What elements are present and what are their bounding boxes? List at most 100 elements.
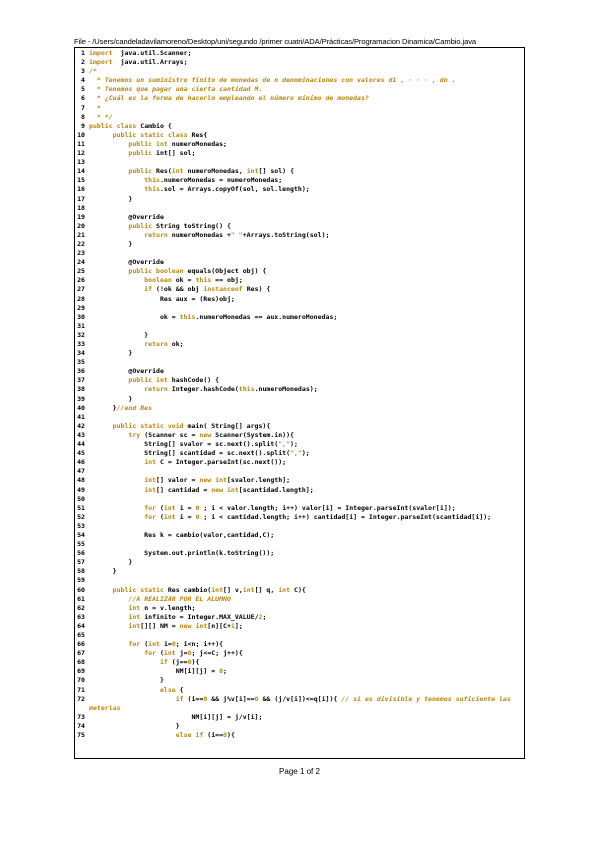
line-number: 27 xyxy=(77,285,85,294)
code-comment: // si es divisible y tenemos suficiente … xyxy=(341,694,511,703)
line-number: 39 xyxy=(77,394,85,403)
code-token xyxy=(89,149,128,157)
line-number: 6 xyxy=(81,94,85,103)
code-token xyxy=(89,513,144,521)
code-keyword: public xyxy=(128,149,157,158)
code-text: public int hashCode() { xyxy=(89,376,219,385)
code-line: 73 NM[i][j] = j/v[i]; xyxy=(75,713,524,722)
code-token xyxy=(89,622,128,630)
line-number: 48 xyxy=(77,476,85,485)
code-text: String[] svalor = sc.next().split(","); xyxy=(89,440,298,449)
code-line: 33 return ok; xyxy=(75,340,524,349)
code-line: 55 xyxy=(75,540,524,549)
line-number: 72 xyxy=(77,694,85,703)
line-number: 16 xyxy=(77,185,85,194)
code-keyword: return xyxy=(144,385,172,394)
code-text: } xyxy=(89,676,164,685)
code-token: String toString() { xyxy=(156,221,231,230)
code-line: 44 String[] svalor = sc.next().split(","… xyxy=(75,440,524,449)
line-number: 34 xyxy=(77,349,85,358)
code-token xyxy=(89,276,144,284)
code-keyword: int xyxy=(128,612,145,621)
line-number: 70 xyxy=(77,676,85,685)
line-number: 59 xyxy=(77,576,85,585)
code-token: } xyxy=(89,567,117,576)
code-text: else if (i==0){ xyxy=(89,731,235,740)
code-line: 41 xyxy=(75,413,524,422)
code-token: @Override xyxy=(89,258,164,267)
code-token: Integer.hashCode( xyxy=(171,385,239,394)
code-token: ; i<n; i++){ xyxy=(175,640,224,649)
code-literal: 2 xyxy=(258,612,263,621)
file-path-header: File - /Users/candeladavilamoreno/Deskto… xyxy=(74,37,477,46)
line-number: 11 xyxy=(77,139,85,148)
line-number: 32 xyxy=(77,330,85,339)
code-text: for (int i = 0 ; i < cantidad.length; i+… xyxy=(89,513,491,522)
code-token: ok = xyxy=(175,276,196,285)
code-token: [svalor.length]; xyxy=(226,476,291,485)
code-token: int[] sol; xyxy=(156,149,196,158)
code-token xyxy=(89,385,144,393)
code-token: Res) { xyxy=(246,285,271,294)
code-line: 38 return Integer.hashCode(this.numeroMo… xyxy=(75,385,524,394)
code-line: 59 xyxy=(75,576,524,585)
code-token: .sol = Arrays.copyOf(sol, sol.length); xyxy=(159,185,310,194)
code-token: ( xyxy=(159,649,164,658)
code-keyword: int xyxy=(144,458,160,467)
code-keyword: this xyxy=(238,385,255,394)
code-token: } xyxy=(89,721,180,730)
code-keyword: public boolean xyxy=(128,267,188,276)
code-text: } xyxy=(89,567,117,576)
code-keyword: if xyxy=(144,285,157,294)
code-comment: * */ xyxy=(89,112,113,121)
code-text: if (j==0){ xyxy=(89,658,199,667)
line-number: 18 xyxy=(77,203,85,212)
code-token xyxy=(89,695,176,703)
code-token: Res cambio( xyxy=(167,585,212,594)
code-text: NM[i][j] = 0; xyxy=(89,667,227,676)
line-number: 31 xyxy=(77,321,85,330)
code-text: for (int j=0; j<=C; j++){ xyxy=(89,649,243,658)
code-token: (i== xyxy=(207,731,224,740)
code-comment: /* xyxy=(89,67,97,76)
code-token: [][] NM = xyxy=(140,621,180,630)
code-literal: 0 xyxy=(187,658,192,667)
code-line: 71 else { xyxy=(75,686,524,695)
code-line: 17 } xyxy=(75,195,524,204)
code-text: this.numeroMonedas = numeroMonedas; xyxy=(89,176,282,185)
line-number: 49 xyxy=(77,485,85,494)
line-number: 53 xyxy=(77,521,85,530)
code-text: this.sol = Arrays.copyOf(sol, sol.length… xyxy=(89,185,310,194)
line-number: 15 xyxy=(77,176,85,185)
code-line: 24 @Override xyxy=(75,258,524,267)
code-keyword: boolean xyxy=(144,276,176,285)
code-token: } xyxy=(89,330,149,339)
code-line: 28 Res aux = (Res)obj; xyxy=(75,295,524,304)
code-keyword: if xyxy=(159,658,172,667)
code-token: (j== xyxy=(171,658,188,667)
code-text: }//end Res xyxy=(89,404,152,413)
code-token: (Scanner sc = xyxy=(144,430,200,439)
code-keyword: this xyxy=(179,312,196,321)
code-token: numeroMonedas; xyxy=(171,139,227,148)
code-line-wrap: meterlas xyxy=(75,704,524,713)
line-number: 57 xyxy=(77,558,85,567)
code-line: 22 } xyxy=(75,240,524,249)
code-text: return ok; xyxy=(89,340,183,349)
line-number: 12 xyxy=(77,149,85,158)
code-text: } xyxy=(89,349,132,358)
code-token: [scantidad.length]; xyxy=(238,485,314,494)
code-token: numeroMonedas, xyxy=(187,167,247,176)
line-number: 33 xyxy=(77,340,85,348)
code-line: 12 public int[] sol; xyxy=(75,149,524,158)
code-text: for (int i=0; i<n; i++){ xyxy=(89,640,223,649)
code-token xyxy=(89,431,128,439)
code-keyword: new int xyxy=(179,621,208,630)
code-token: .numeroMonedas); xyxy=(254,385,318,394)
line-number: 14 xyxy=(77,167,85,176)
code-line: 54 Res k = cambio(valor,cantidad,C); xyxy=(75,531,524,540)
code-text: * Tenemos un suministro finito de moneda… xyxy=(89,76,456,85)
code-keyword: int xyxy=(246,167,259,176)
